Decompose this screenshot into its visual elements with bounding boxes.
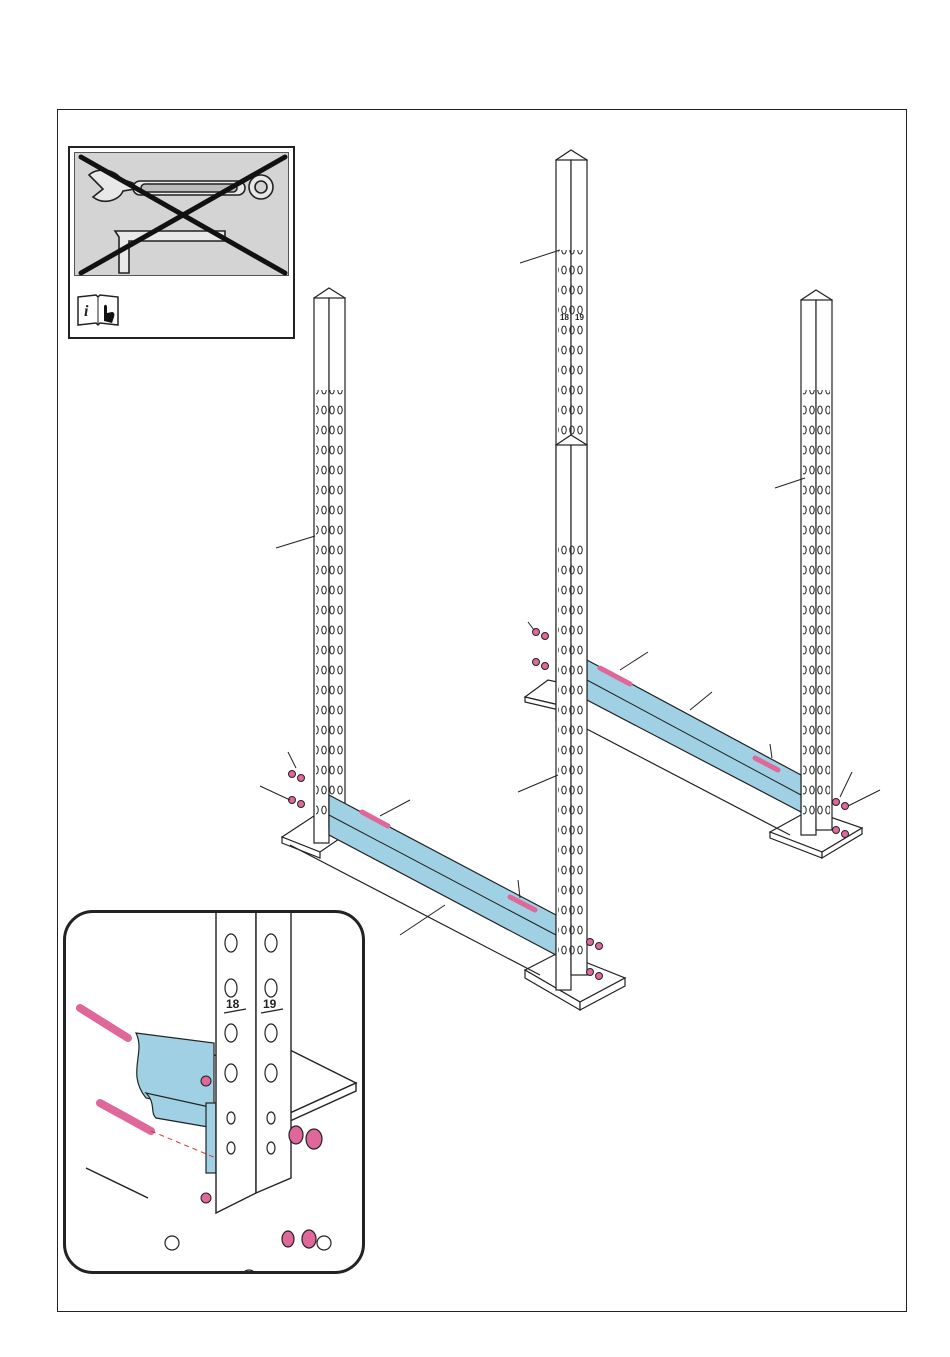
manual-info-icon: i (76, 293, 120, 327)
detail-number-18: 18 (226, 997, 240, 1011)
tools-warning-box: i (68, 146, 295, 339)
hex-key-icon (115, 231, 225, 273)
tools-illustration (75, 153, 290, 277)
svg-text:i: i (84, 303, 89, 320)
detail-inset: 18 19 (63, 910, 365, 1274)
detail-illustration: 18 19 (66, 913, 365, 1274)
tools-panel (74, 152, 289, 276)
forbidden-cross-icon (81, 157, 285, 273)
detail-beam (136, 1033, 216, 1173)
detail-number-19: 19 (263, 997, 277, 1011)
detail-column: 18 19 (216, 913, 291, 1213)
